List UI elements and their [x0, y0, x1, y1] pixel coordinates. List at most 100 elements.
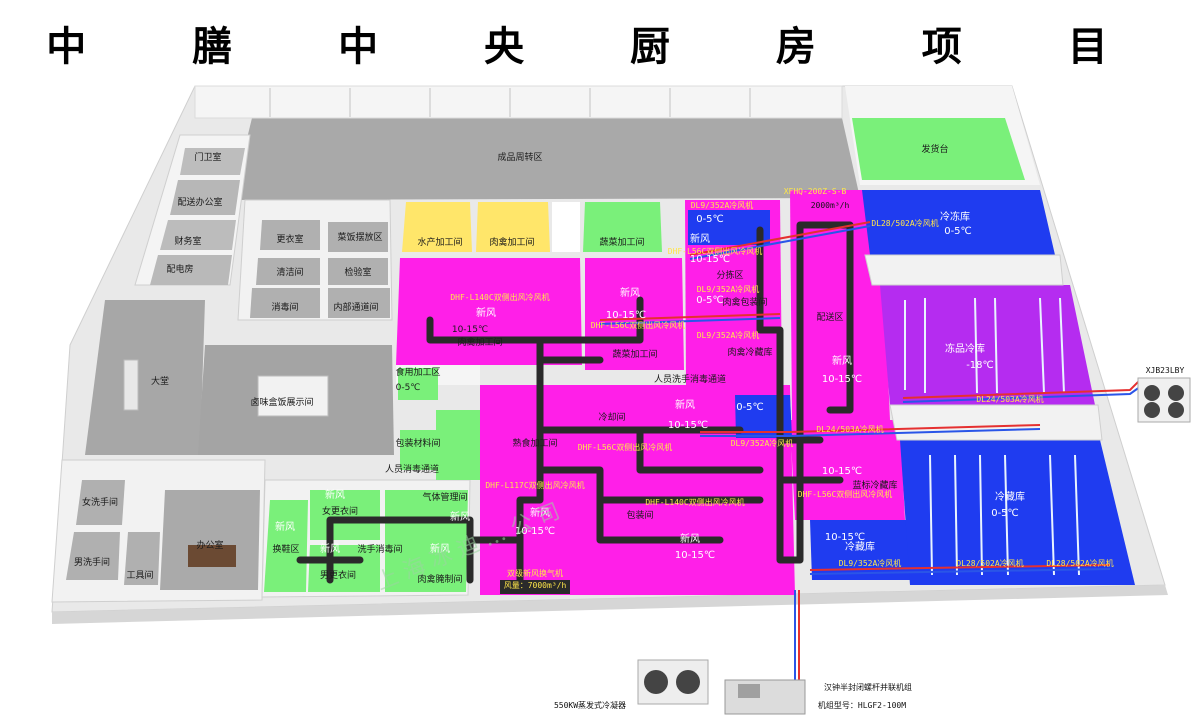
fresh-air-unit	[500, 580, 570, 594]
equip-fresh-flow: 风量：7000m³/h	[504, 581, 567, 590]
evaporative-condenser	[637, 659, 709, 705]
air-ducts	[296, 221, 854, 594]
shuichan-room	[402, 202, 472, 252]
label-gongju: 工具间	[126, 569, 153, 581]
temp-6: 10-15℃	[822, 374, 862, 385]
label-baoguo: 包装材料间	[395, 437, 440, 449]
temp-9: -18℃	[966, 360, 994, 371]
label-lanbiao: 蓝标冷藏库	[852, 479, 897, 491]
fresh-air-3: 新风	[620, 286, 640, 299]
equip-dhf6: DHF-L140C双侧出风冷风机	[645, 497, 744, 507]
magenta-zone-6	[790, 420, 905, 520]
green-corridor	[436, 410, 468, 480]
label-nan-gengyi: 男更衣间	[320, 569, 356, 581]
building-floor-edge	[52, 585, 1168, 624]
temp-15: 10-15℃	[675, 550, 715, 561]
equip-dl-i: DL24/503A冷风机	[976, 394, 1043, 404]
xishou-floor	[385, 490, 420, 592]
equip-dl-d: DL9/352A冷风机	[731, 438, 794, 448]
label-nan-xishou: 男洗手间	[74, 556, 110, 568]
screw-compressor-unit	[724, 679, 806, 715]
label-qingjie: 清洁间	[276, 266, 303, 278]
label-shucai: 蔬菜加工间	[599, 236, 644, 248]
temp-3: 0-5℃	[696, 214, 724, 225]
label-guodu: 人员洗手消毒通道	[654, 373, 726, 385]
office-floor-4	[150, 255, 232, 285]
equip-unit-model: 机组型号：HLGF2-100M	[818, 700, 906, 710]
green-small-2	[400, 430, 436, 470]
label-bangong: 办公室	[196, 539, 223, 551]
label-shiyong: 食用加工区	[395, 366, 440, 378]
office-desk	[188, 545, 236, 567]
label-peisong-q: 配送区	[816, 311, 843, 323]
blue-room-b	[810, 520, 918, 580]
label-fahuo: 发货台	[921, 143, 948, 155]
cold-room-1	[862, 190, 1055, 255]
shucai-room	[583, 202, 662, 252]
warehouse-area	[232, 118, 860, 200]
label-jiemian: 卤味盒饭展示间	[250, 396, 313, 408]
label-neibu: 内部通道间	[333, 301, 378, 313]
label-neibu-2: 肉禽腌制间	[417, 573, 462, 585]
label-dongcang: 冷冻库	[940, 210, 970, 223]
equip-dl-c: DL9/352A冷风机	[697, 330, 760, 340]
room-neibu-floor	[328, 288, 390, 318]
equip-condenser: 550KW蒸发式冷凝器	[554, 700, 626, 710]
temp-10: 0-5℃	[944, 226, 972, 237]
room-bao-floor	[250, 288, 320, 318]
equip-dhf5: DHF-L117C双侧出风冷风机	[485, 480, 584, 490]
label-shucai2: 蔬菜加工间	[612, 348, 657, 360]
fresh-air-12: 新风	[675, 398, 695, 411]
label-caiwu: 财务室	[174, 235, 201, 247]
equip-outdoor: XJB23LBY	[1146, 366, 1185, 375]
equip-xfhq: XFHQ-200Z-S-B	[784, 187, 847, 196]
label-rouqin2: 肉禽加工间	[457, 336, 502, 348]
rouqin-room	[476, 202, 550, 252]
equip-dl-b: DL9/352A冷风机	[697, 284, 760, 294]
label-gengyi-s: 更衣室	[276, 233, 303, 245]
label-lengcang: 冷藏库	[995, 490, 1025, 503]
green-small-1	[398, 368, 438, 400]
temp-11: 10-15℃	[822, 466, 862, 477]
project-title: 中 膳 中 央 厨 房 项 目	[46, 23, 1154, 70]
equip-dl-k: DL24/503A冷风机	[816, 424, 883, 434]
equip-xfhq-flow: 2000m³/h	[811, 201, 850, 210]
fresh-air-1: 新风	[690, 232, 710, 245]
equip-dhf1: DHF-L140C双侧出风冷风机	[450, 292, 549, 302]
temp-5: 0-5℃	[696, 295, 724, 306]
office-floor-3	[160, 220, 236, 250]
back-wall-panels	[269, 88, 751, 117]
back-wall	[194, 85, 843, 119]
label-jiagong-zx: 熟食加工间	[512, 437, 557, 449]
white-room-top	[552, 202, 580, 252]
label-renyuan: 人员消毒通道	[385, 463, 439, 475]
shelving	[904, 297, 1080, 576]
equip-dl-e: DL9/352A冷风机	[839, 558, 902, 568]
tool-room	[124, 532, 160, 585]
label-lengcang-b: 冷藏库	[845, 540, 875, 553]
label-peidian: 配电房	[166, 263, 193, 275]
right-wall-1	[864, 254, 1064, 286]
temp-14: 0-5℃	[991, 508, 1019, 519]
label-peisong: 配送办公室	[177, 196, 222, 208]
temp-13: 0-5℃	[736, 402, 764, 413]
label-huanxie: 换鞋区	[272, 543, 299, 555]
toilet-f	[76, 480, 125, 525]
lobby-area	[85, 300, 205, 455]
label-rouqin: 肉禽加工间	[489, 236, 534, 248]
office-floor-1	[180, 148, 245, 175]
room-qingjie-floor	[328, 222, 388, 252]
label-zaoshiting: 菜饭摆放区	[337, 231, 382, 243]
label-rouqin-bao: 肉禽包装间	[722, 296, 767, 308]
label-baozhuang: 包装间	[626, 509, 653, 521]
equip-dl-g: DL28/502A冷风机	[1046, 558, 1113, 568]
fresh-air-6: 新风	[476, 306, 496, 319]
magenta-zone-4	[790, 190, 890, 420]
temp-4: 10-15℃	[606, 310, 646, 321]
label-warehouse: 成品周转区	[497, 151, 542, 163]
equip-dhf3: DHF-L56C双侧出风冷风机	[591, 320, 686, 330]
label-menwei: 门卫室	[194, 151, 221, 163]
right-wall-2	[889, 404, 1103, 441]
outdoor-unit	[1137, 377, 1191, 423]
huanxie-floor	[264, 500, 308, 592]
